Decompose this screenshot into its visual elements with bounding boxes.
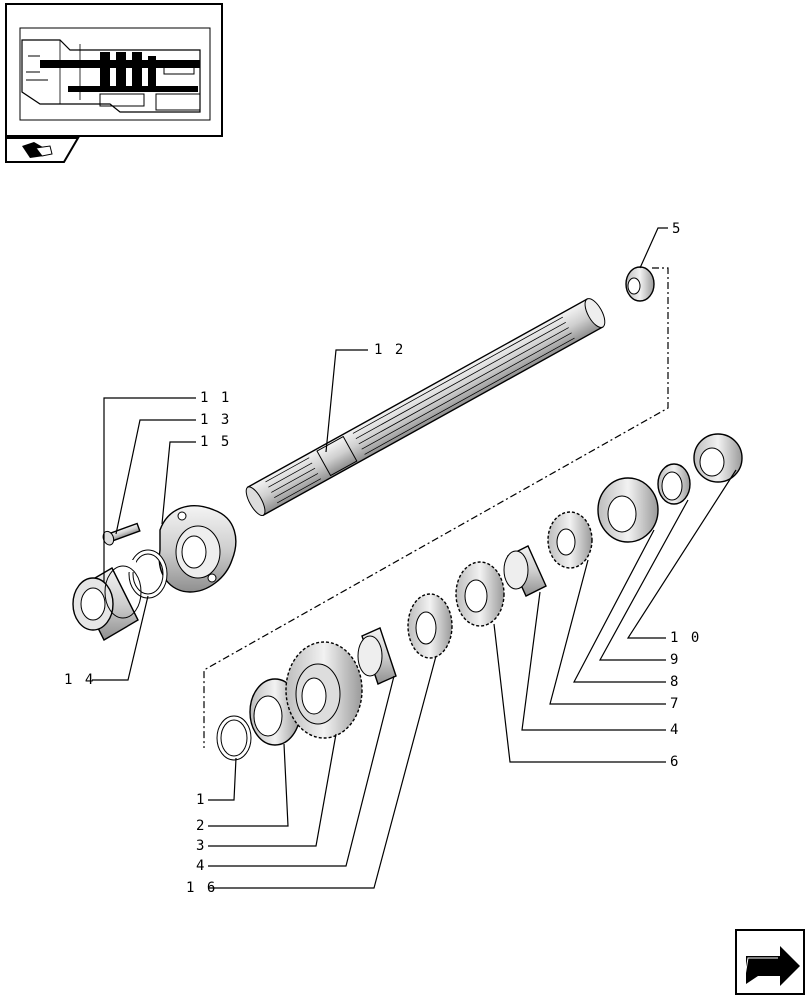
leader-1 [208,757,237,801]
callout-11: 1 1 [200,390,231,406]
callout-10: 1 0 [670,630,701,646]
leader-12 [325,349,368,453]
leader-4a [208,675,395,867]
leader-15 [161,441,196,525]
bolt-13 [102,522,141,546]
bushing-4a [357,627,397,685]
circlip-1 [216,715,252,761]
callout-12: 1 2 [374,342,405,358]
gear-16 [407,593,453,659]
leader-13 [115,419,196,535]
gear-6 [455,561,505,627]
callout-1: 1 [196,792,206,808]
leader-14 [92,595,149,681]
callout-6: 6 [670,754,680,770]
callout-3: 3 [196,838,206,854]
leader-16 [208,655,437,889]
bearing-10 [693,433,743,483]
leader-4b [521,591,666,731]
leader-7 [549,559,666,705]
assembly-boundary-dashed [203,267,669,748]
leader-10 [626,469,737,639]
callout-labels: 5 1 2 1 1 1 3 1 5 1 4 1 2 3 4 1 6 1 0 9 … [64,221,701,896]
callout-14: 1 4 [64,672,95,688]
main-shaft [245,298,606,517]
circlip-14 [126,549,168,599]
leader-9 [598,499,689,661]
callout-8: 8 [670,674,680,690]
next-page-arrow-icon[interactable] [735,929,805,995]
leader-3 [208,733,337,847]
callout-4a: 4 [196,858,206,874]
transmission-assembly-thumbnail[interactable] [5,3,223,137]
leader-lines [92,227,737,889]
callout-4b: 4 [670,722,680,738]
callout-15: 1 5 [200,434,231,450]
gear-7 [547,511,593,569]
callout-9: 9 [670,652,680,668]
catalog-book-icon[interactable] [5,137,80,163]
gear-3 [285,641,363,739]
leader-2 [208,743,289,827]
callout-7: 7 [670,696,680,712]
leader-6 [493,623,666,763]
bearing-8 [597,477,659,543]
callout-13: 1 3 [200,412,231,428]
leader-5 [639,227,668,269]
flange-15 [158,505,237,593]
callout-2: 2 [196,818,206,834]
coupling-11 [72,565,142,641]
leader-11 [103,397,196,582]
ring-5 [625,266,655,302]
callout-5: 5 [672,221,682,237]
ring-9 [657,463,691,505]
leader-8 [573,529,666,683]
bushing-4b [503,545,547,597]
callout-16: 1 6 [186,880,217,896]
